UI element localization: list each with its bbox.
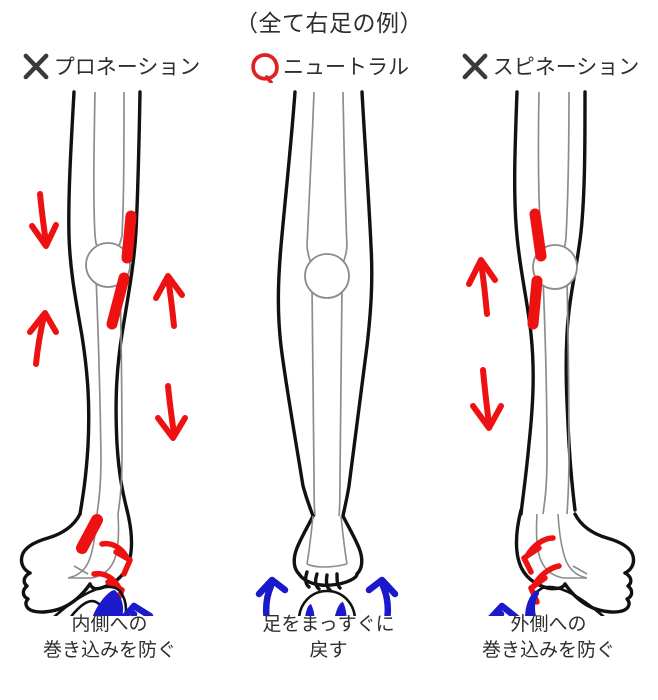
- ankle-red-bone: [76, 514, 103, 554]
- bone-lines: [537, 91, 570, 515]
- page-title: （全て右足の例）: [235, 10, 423, 36]
- column-header-neutral: ニュートラル: [219, 42, 438, 90]
- circle-mark-icon: [251, 53, 279, 83]
- foot-outline: [292, 514, 364, 592]
- caption-line-1: 内側への: [71, 614, 148, 635]
- cross-mark-icon: [23, 53, 49, 80]
- column-label-neutral: ニュートラル: [283, 56, 409, 79]
- caption-supination: 外側への 巻き込みを防ぐ: [439, 612, 658, 664]
- figure-column-pronation: プロネーション: [0, 42, 219, 700]
- red-ankle-arrows: [521, 535, 562, 605]
- pronation-leg-diagram: [19, 90, 188, 616]
- column-label-pronation: プロネーション: [53, 56, 201, 79]
- red-bone-segments: [106, 210, 137, 330]
- blue-support-arrow: [120, 602, 154, 616]
- caption-neutral: 足をまっすぐに 戻す: [219, 612, 438, 664]
- foot-bone-lines: [306, 515, 348, 568]
- leg-outline: [276, 90, 374, 518]
- blue-support-right: [335, 602, 347, 616]
- supination-leg-diagram: [466, 90, 636, 616]
- caption-line-2: 巻き込みを防ぐ: [42, 640, 176, 661]
- caption-line-1: 足をまっすぐに: [262, 614, 395, 635]
- caption-line-2: 巻き込みを防ぐ: [481, 640, 615, 661]
- bone-lines: [93, 91, 125, 515]
- leg-outline: [67, 90, 142, 516]
- caption-line-1: 外側への: [510, 614, 587, 635]
- column-header-pronation: プロネーション: [0, 42, 219, 90]
- bone-lines: [306, 91, 348, 517]
- blue-support-left: [305, 604, 315, 616]
- foot-bone-lines: [535, 513, 588, 579]
- red-rotation-arrows: [466, 257, 504, 431]
- blue-support-arrows: [255, 576, 399, 616]
- blue-arch-support: [92, 590, 123, 616]
- column-label-supination: スピネーション: [492, 56, 640, 79]
- blue-heel-support: [525, 590, 539, 616]
- figure-column-neutral: ニュートラル: [219, 42, 438, 700]
- caption-line-2: 戻す: [309, 640, 348, 661]
- neutral-leg-diagram: [255, 90, 399, 616]
- shoe-insole-outline: [530, 585, 605, 616]
- knee-joint-circle: [304, 253, 350, 299]
- leg-outline: [513, 90, 587, 516]
- figure-column-supination: スピネーション: [439, 42, 658, 700]
- cross-mark-icon: [462, 53, 488, 80]
- red-rotation-arrows: [27, 191, 188, 441]
- caption-pronation: 内側への 巻き込みを防ぐ: [0, 612, 219, 664]
- shoe-insole-outline: [53, 585, 128, 616]
- column-header-supination: スピネーション: [439, 42, 658, 90]
- blue-support-arrow: [488, 602, 520, 616]
- red-bone-segments: [527, 208, 547, 330]
